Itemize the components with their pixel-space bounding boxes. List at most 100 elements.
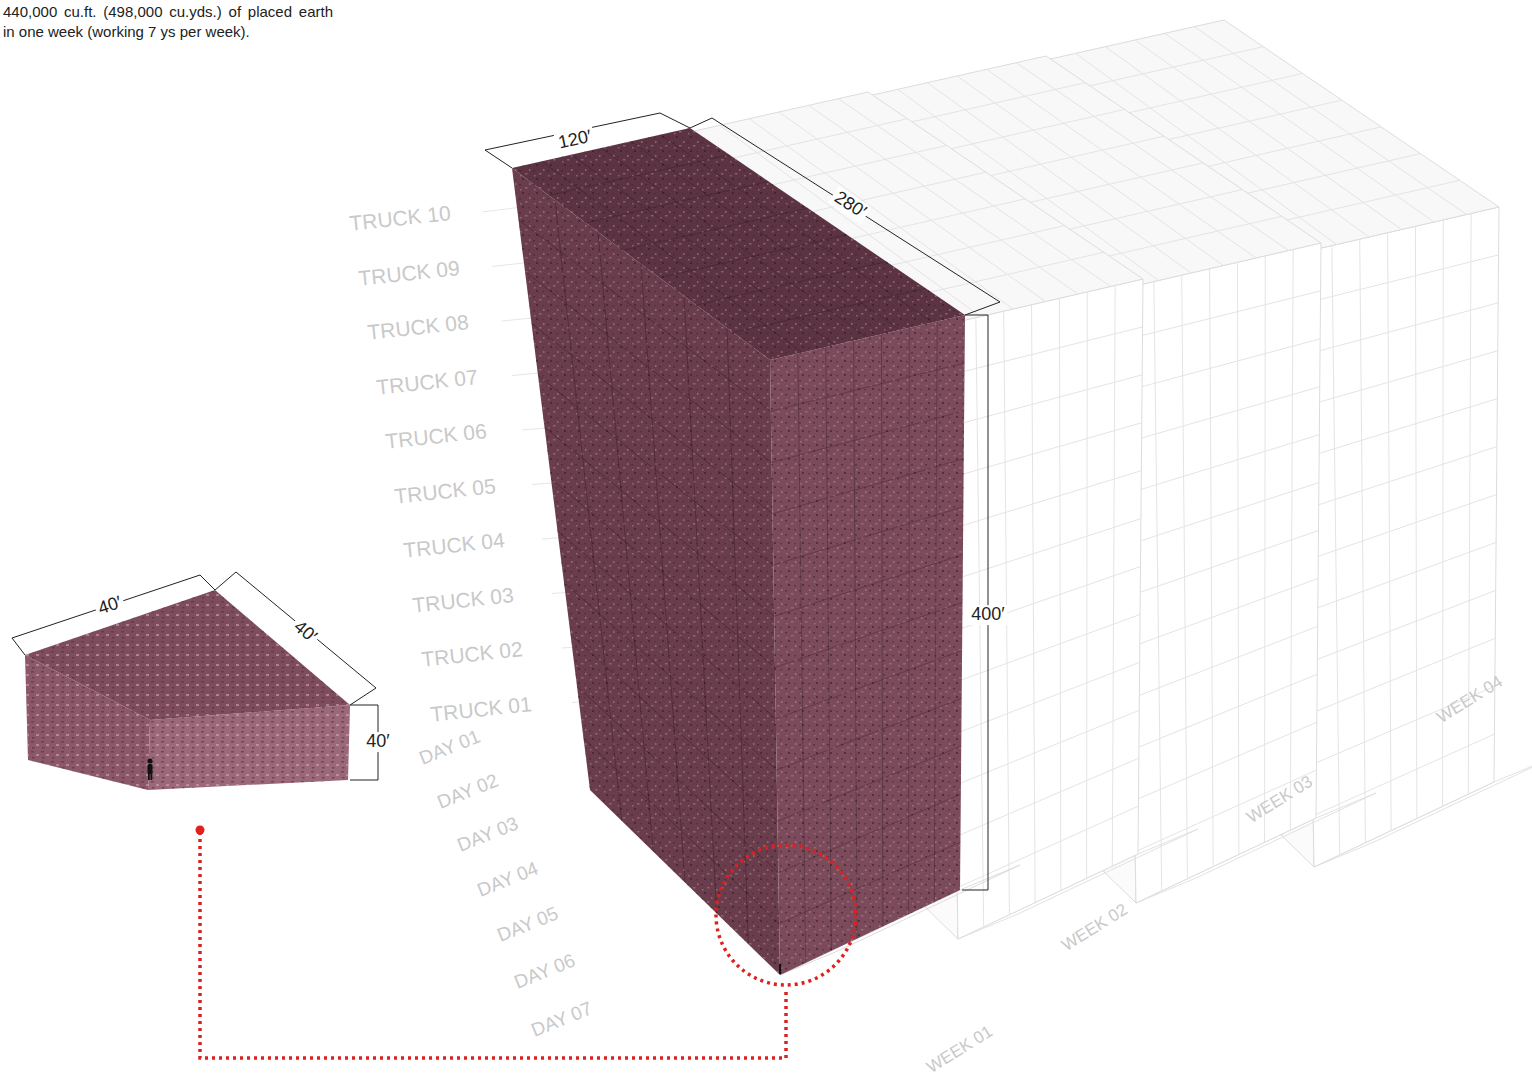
- grid-line: [771, 363, 965, 411]
- grid-line: [956, 710, 1140, 785]
- axis-label: TRUCK 02: [420, 637, 523, 671]
- ghost-face: [1304, 207, 1499, 867]
- grid-line: [774, 555, 963, 617]
- dimension-label: 40′: [287, 615, 322, 649]
- grid-line: [1313, 734, 1494, 816]
- future-weeks: [690, 20, 1532, 975]
- grid-line: [1306, 303, 1499, 355]
- grid-line: [957, 806, 1138, 888]
- axis-label: DAY 04: [475, 858, 542, 901]
- grid-line: [779, 842, 960, 924]
- dim-400: [962, 315, 988, 890]
- person-figure: [148, 759, 782, 975]
- block-texture: [770, 315, 965, 975]
- grid-line: [1083, 47, 1263, 88]
- grid-line: [951, 423, 1142, 478]
- grid-line: [1305, 255, 1499, 303]
- cube-texture: [25, 590, 350, 720]
- grid-line: [955, 662, 1140, 734]
- grid-line: [1120, 73, 1303, 114]
- grid-line: [525, 272, 772, 463]
- axis-label: TRUCK 07: [375, 365, 478, 399]
- axis-label: DAY 02: [435, 770, 502, 813]
- grid-line: [1307, 351, 1498, 406]
- axis-label: DAY 05: [495, 903, 562, 946]
- block-texture: [512, 128, 965, 360]
- grid-line: [519, 220, 771, 411]
- grid-line: [558, 531, 776, 719]
- ghost-face: [948, 279, 1143, 939]
- grid-line: [542, 161, 803, 352]
- grid-line: [911, 252, 1104, 296]
- grid-line: [1308, 447, 1497, 509]
- grid-line: [1127, 291, 1321, 339]
- callout-leader: [200, 832, 786, 1058]
- grid-line: [764, 145, 947, 186]
- grid-line: [551, 479, 775, 668]
- grid-line: [586, 181, 769, 222]
- grid-line: [623, 208, 808, 250]
- person-body: [148, 764, 153, 774]
- caption-text: 440,000 cu.ft. (498,000 cu.yds.) of plac…: [3, 2, 333, 41]
- grid-line: [1128, 339, 1321, 391]
- grid-line: [696, 262, 886, 306]
- grid-line: [660, 135, 932, 323]
- callout-link: [200, 832, 856, 1058]
- block-face: [770, 315, 965, 975]
- dimension-label: 40′: [93, 592, 127, 620]
- grid-line: [545, 427, 775, 616]
- dim-280: [690, 118, 1000, 315]
- grid-line: [1267, 180, 1460, 224]
- grid-line: [1015, 163, 1203, 206]
- dimension-label: 120′: [554, 126, 597, 154]
- grid-line: [1309, 495, 1497, 560]
- axis-label: TRUCK 06: [384, 419, 487, 453]
- person-leg: [151, 773, 153, 780]
- axis-label: TRUCK 08: [366, 310, 469, 344]
- dimension-label: 400′: [968, 605, 1007, 625]
- callout-circle: [716, 845, 856, 985]
- axis-label: DAY 03: [455, 813, 522, 856]
- ghost-face: [1126, 243, 1321, 903]
- axis-label: WEEK 01: [924, 1023, 996, 1078]
- grid-line: [532, 324, 773, 514]
- grid-line: [1230, 154, 1420, 198]
- week-block: [512, 128, 965, 975]
- grid-line: [777, 698, 962, 770]
- grid-line: [953, 567, 1141, 632]
- axis-label: DAY 07: [529, 998, 596, 1041]
- dimension-lines: [12, 113, 1000, 890]
- grid-line: [801, 172, 986, 214]
- axis-label: DAY 01: [417, 726, 484, 769]
- dim-40: [215, 572, 376, 705]
- axis-label: TRUCK 03: [411, 583, 514, 617]
- block-grid: [519, 135, 965, 963]
- grid-line: [1135, 770, 1316, 852]
- grid-line: [1193, 127, 1381, 170]
- grid-line: [1129, 435, 1319, 493]
- dim-120: [485, 113, 690, 168]
- grid-line: [564, 583, 777, 770]
- grid-line: [952, 519, 1141, 581]
- grid-line: [979, 136, 1164, 178]
- grid-line: [1307, 399, 1497, 457]
- grid-line: [951, 471, 1141, 529]
- callout-dot: [196, 826, 205, 835]
- grid-line: [1052, 190, 1242, 234]
- grid-line: [773, 459, 964, 514]
- grid-line: [577, 686, 778, 872]
- grid-line: [549, 155, 729, 196]
- person-leg: [148, 773, 150, 780]
- grid-line: [1157, 100, 1342, 142]
- grid-line: [956, 758, 1139, 836]
- axis-label: TRUCK 04: [402, 528, 505, 562]
- grid-line: [772, 411, 965, 463]
- grid-line: [1311, 590, 1496, 662]
- grid-line: [1129, 387, 1320, 442]
- grid-line: [775, 603, 963, 668]
- grid-line: [778, 794, 961, 872]
- axis-label: DAY 06: [512, 950, 579, 993]
- grid-line: [1130, 483, 1319, 545]
- grid-line: [727, 119, 907, 160]
